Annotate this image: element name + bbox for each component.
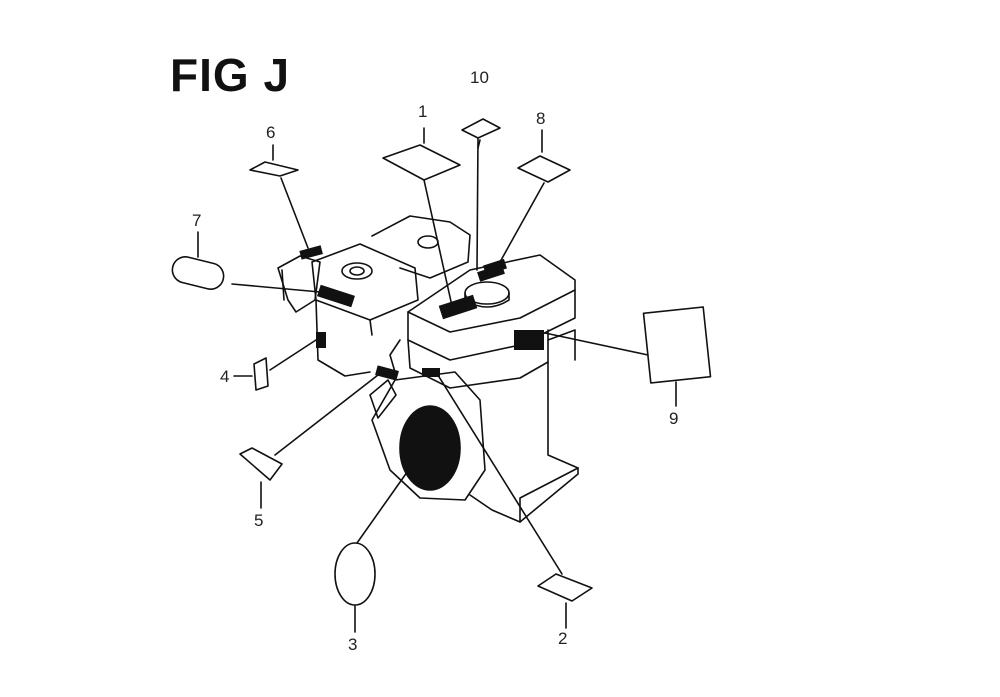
callout-8: 8 xyxy=(536,109,545,128)
callout-2: 2 xyxy=(558,629,567,648)
decal-7 xyxy=(171,256,225,290)
callout-9: 9 xyxy=(669,409,678,428)
cylinder-head xyxy=(371,215,471,279)
decal-9 xyxy=(642,306,712,384)
choke-lever xyxy=(277,255,321,313)
decal-location-5 xyxy=(375,365,399,381)
decal-location-8 xyxy=(482,258,508,276)
decal-location-4 xyxy=(316,332,326,348)
decal-10 xyxy=(461,118,501,139)
callout-6: 6 xyxy=(266,123,275,142)
decal-locations xyxy=(299,245,544,381)
decal-location-7 xyxy=(317,284,355,308)
air-cleaner xyxy=(311,243,419,321)
decal-4 xyxy=(253,357,269,391)
recoil-pulley xyxy=(399,405,461,491)
decal-1 xyxy=(382,144,461,181)
decal-3 xyxy=(334,542,376,606)
callout-7: 7 xyxy=(192,211,201,230)
leader-lines xyxy=(197,127,677,633)
crankcase-base xyxy=(519,467,579,523)
crankcase xyxy=(469,329,579,523)
decal-5 xyxy=(239,447,283,481)
decal-location-9 xyxy=(514,330,544,350)
decal-location-1 xyxy=(438,294,478,320)
figure-title: FIG J xyxy=(170,49,291,101)
callout-3: 3 xyxy=(348,635,357,654)
callout-5: 5 xyxy=(254,511,263,530)
decal-2 xyxy=(537,573,593,602)
decal-location-6 xyxy=(299,245,323,260)
decal-parts xyxy=(171,118,712,606)
callout-4: 4 xyxy=(220,367,229,386)
decal-8 xyxy=(517,155,571,183)
recoil-housing xyxy=(371,371,486,501)
muffler xyxy=(389,339,401,373)
decal-6 xyxy=(249,161,299,177)
callout-10: 10 xyxy=(470,68,489,87)
callout-1: 1 xyxy=(418,102,427,121)
decal-location-2 xyxy=(422,368,440,377)
